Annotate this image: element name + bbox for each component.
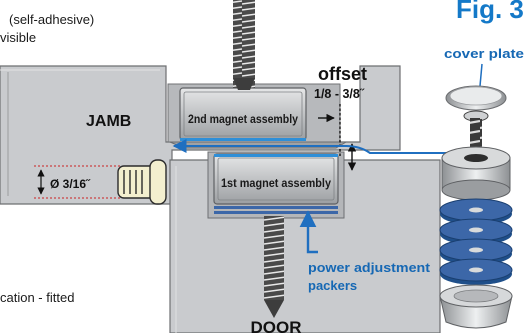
cover-plate-leader xyxy=(479,63,483,87)
door-label: DOOR xyxy=(251,318,302,333)
jamb-label: JAMB xyxy=(86,113,131,130)
dowel-plug-icon xyxy=(117,159,167,205)
top-note-line-2: visible xyxy=(0,30,36,45)
magnet-1-label: 1st magnet assembly xyxy=(221,178,332,190)
packers-callout: power adjustment packers xyxy=(299,210,431,293)
jamb-panel xyxy=(0,65,401,205)
magnet-assembly-2: 2nd magnet assembly xyxy=(179,87,307,141)
washer-icon xyxy=(439,218,513,245)
screw-icon xyxy=(233,0,255,90)
diameter-label: Ø 3/16˝ xyxy=(50,177,91,191)
washer-icon xyxy=(439,258,513,285)
offset-label: offset xyxy=(318,64,367,84)
magnet-cup-icon xyxy=(439,284,513,329)
cover-plate-icon xyxy=(445,85,507,111)
magnet-cup-icon xyxy=(441,146,511,201)
cover-plate-label: cover plate xyxy=(444,46,524,61)
packers-label-1: power adjustment xyxy=(308,260,431,275)
figure-title: Fig. 3 xyxy=(456,0,524,24)
diameter-dimension: Ø 3/16˝ xyxy=(34,165,120,199)
washer-icon xyxy=(439,198,513,225)
exploded-view-connector xyxy=(172,139,458,154)
bottom-note: cation - fitted xyxy=(0,290,74,305)
washer-icon xyxy=(439,238,513,265)
offset-dimension: offset 1/8 - 3/8˝ xyxy=(314,64,367,171)
offset-range: 1/8 - 3/8˝ xyxy=(314,87,365,101)
exploded-stack xyxy=(439,85,513,329)
magnet-assembly-1: 1st magnet assembly xyxy=(213,153,339,205)
packers-label-2: packers xyxy=(308,278,357,293)
magnet-2-label: 2nd magnet assembly xyxy=(188,114,299,126)
top-note-line-1: (self-adhesive) xyxy=(9,12,94,27)
screw-icon xyxy=(264,216,284,318)
power-packers xyxy=(214,206,338,214)
